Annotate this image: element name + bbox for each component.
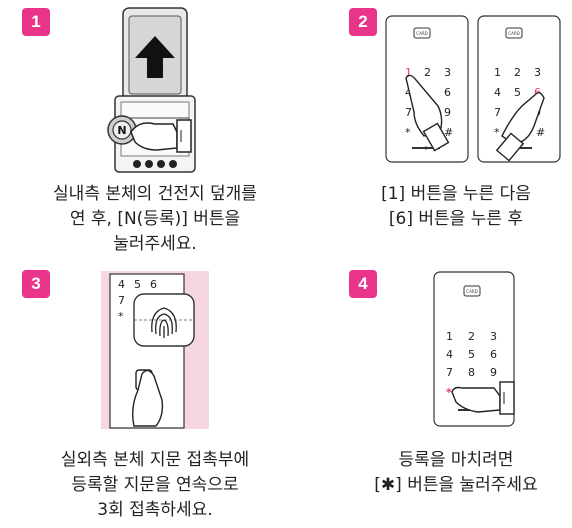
step-caption: 실내측 본체의 건전지 덮개를 연 후, [N(등록)] 버튼을 눌러주세요. xyxy=(53,184,257,254)
svg-text:4: 4 xyxy=(405,86,412,99)
svg-text:1: 1 xyxy=(446,330,453,343)
svg-text:3: 3 xyxy=(444,66,451,79)
keypad-illustration: CARD 1 2 3 4 6 7 9 * # CARD 1 2 3 4 5 6 … xyxy=(385,15,561,163)
n-button-label: N xyxy=(117,124,126,137)
svg-text:5: 5 xyxy=(514,86,521,99)
svg-text:6: 6 xyxy=(444,86,451,99)
svg-text:2: 2 xyxy=(514,66,521,79)
svg-text:4: 4 xyxy=(118,278,125,291)
svg-text:2: 2 xyxy=(424,66,431,79)
svg-text:6: 6 xyxy=(150,278,157,291)
svg-text:9: 9 xyxy=(444,106,451,119)
svg-text:CARD: CARD xyxy=(416,31,427,36)
svg-text:2: 2 xyxy=(468,330,475,343)
svg-text:7: 7 xyxy=(494,106,501,119)
fingerprint-illustration: 4 5 6 7 * xyxy=(101,271,209,429)
svg-text:5: 5 xyxy=(134,278,141,291)
svg-text:9: 9 xyxy=(490,366,497,379)
svg-text:CARD: CARD xyxy=(508,31,519,36)
keypad-star-illustration: CARD 1 2 3 4 5 6 7 8 9 * xyxy=(433,271,515,427)
svg-text:7: 7 xyxy=(446,366,453,379)
svg-text:6: 6 xyxy=(490,348,497,361)
indoor-unit-illustration: N xyxy=(107,7,196,173)
step-number-badge: 1 xyxy=(22,8,50,36)
svg-text:*: * xyxy=(405,126,411,139)
svg-text:#: # xyxy=(444,126,453,139)
svg-text:*: * xyxy=(118,310,124,323)
step-caption: 등록을 마치려면 [✱] 버튼을 눌러주세요 xyxy=(374,450,538,495)
svg-text:*: * xyxy=(446,386,452,399)
step-number-badge: 3 xyxy=(22,270,50,298)
svg-text:7: 7 xyxy=(118,294,125,307)
svg-text:7: 7 xyxy=(405,106,412,119)
svg-text:1: 1 xyxy=(405,66,412,79)
step-caption: 실외측 본체 지문 접촉부에 등록할 지문을 연속으로 3회 접촉하세요. xyxy=(60,450,250,520)
svg-text:3: 3 xyxy=(490,330,497,343)
svg-text:#: # xyxy=(536,126,545,139)
step-number-badge: 4 xyxy=(349,270,377,298)
svg-text:5: 5 xyxy=(468,348,475,361)
svg-text:*: * xyxy=(494,126,500,139)
svg-text:3: 3 xyxy=(534,66,541,79)
svg-text:4: 4 xyxy=(446,348,453,361)
svg-text:1: 1 xyxy=(494,66,501,79)
svg-text:CARD: CARD xyxy=(466,289,477,294)
svg-text:8: 8 xyxy=(468,366,475,379)
step-caption: [1] 버튼을 누른 다음 [6] 버튼을 누른 후 xyxy=(381,184,531,229)
svg-text:4: 4 xyxy=(494,86,501,99)
step-number-badge: 2 xyxy=(349,8,377,36)
